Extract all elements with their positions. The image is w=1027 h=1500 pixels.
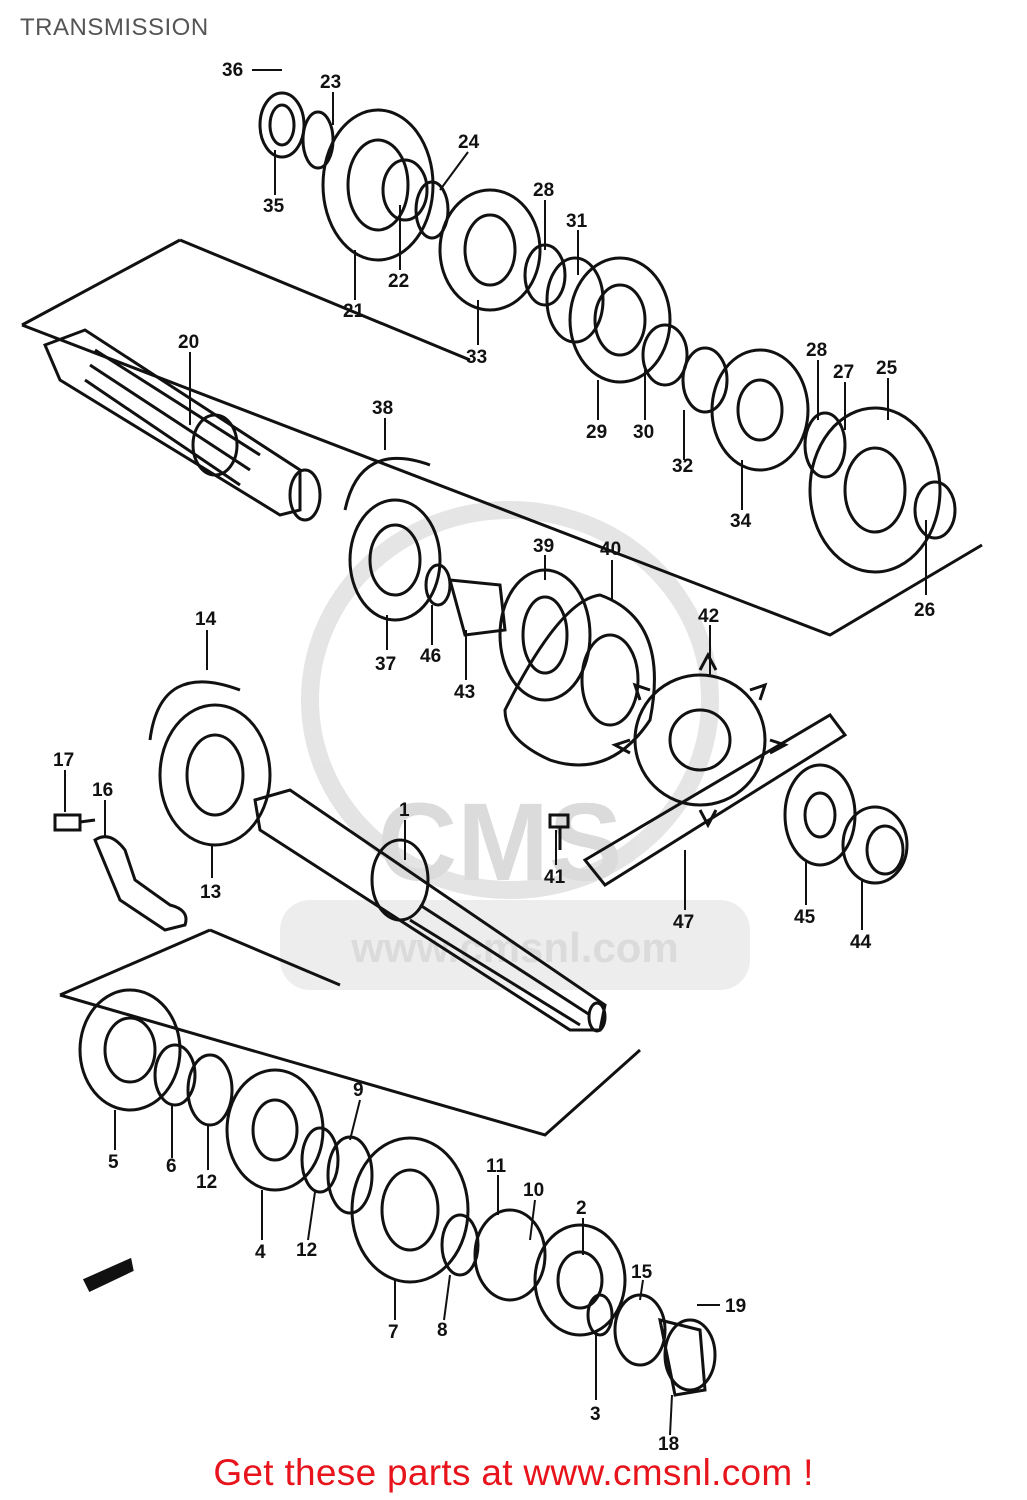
oil-seal-39: [498, 568, 592, 702]
callout-35: 35: [263, 196, 285, 217]
cmsnl-footer-link[interactable]: Get these parts at www.cmsnl.com !: [213, 1452, 814, 1493]
callout-46: 46: [420, 646, 441, 667]
bearing-37: [348, 498, 442, 622]
callout-2: 2: [576, 1198, 587, 1219]
circlip-38: [343, 456, 431, 511]
page-title: TRANSMISSION: [20, 14, 209, 41]
chain-47: [582, 713, 848, 887]
callout-8: 8: [437, 1320, 448, 1341]
svg-text:CMS: CMS: [378, 781, 622, 904]
callout-26: 26: [914, 600, 935, 621]
callout-3: 3: [590, 1404, 601, 1425]
callout-6: 6: [166, 1156, 177, 1177]
callout-25: 25: [876, 358, 898, 379]
callout-23: 23: [320, 72, 341, 93]
callout-labels: 36 23 35 24 22 21 28 31 33 20 38 29 30 3…: [53, 60, 935, 1450]
stopper-16: [93, 835, 188, 932]
plate-40: [503, 593, 656, 767]
callout-7: 7: [388, 1322, 399, 1343]
callout-12: 12: [196, 1172, 217, 1193]
callout-4: 4: [255, 1242, 266, 1263]
callout-34: 34: [730, 511, 752, 532]
lower-gear-stack: [78, 988, 717, 1397]
circlip-14: [148, 680, 241, 741]
driveshaft-1: [253, 788, 607, 1033]
sprocket-42: [611, 651, 789, 829]
callout-13: 13: [200, 882, 221, 903]
callout-20: 20: [178, 332, 199, 353]
nut-44: [841, 805, 909, 885]
callout-44: 44: [850, 932, 872, 953]
callout-9: 9: [353, 1080, 364, 1101]
bolt-41: [548, 813, 570, 850]
callout-41: 41: [544, 867, 566, 888]
callout-1: 1: [399, 800, 410, 821]
callout-47: 47: [673, 912, 694, 933]
callout-36: 36: [222, 60, 243, 81]
callout-40: 40: [600, 539, 621, 560]
callout-39: 39: [533, 536, 554, 557]
transmission-exploded-diagram: CMS www.cmsnl.com: [21, 60, 983, 1450]
upper-gear-stack: [258, 91, 957, 574]
callout-28b: 28: [806, 340, 827, 361]
callout-27: 27: [833, 362, 854, 383]
callout-28: 28: [533, 180, 554, 201]
callout-11: 11: [486, 1156, 507, 1177]
callout-37: 37: [375, 654, 396, 675]
callout-16: 16: [92, 780, 113, 801]
bearing-13: [158, 703, 272, 847]
callout-14: 14: [195, 609, 217, 630]
driveshaft-outline: [59, 928, 642, 1137]
front-arrow-icon: [82, 1257, 134, 1292]
callout-24: 24: [458, 132, 480, 153]
callout-18: 18: [658, 1434, 679, 1450]
callout-38: 38: [372, 398, 393, 419]
callout-10: 10: [523, 1180, 544, 1201]
callout-17: 17: [53, 750, 74, 771]
callout-30: 30: [633, 422, 654, 443]
countershaft-20: [43, 328, 322, 522]
spacer-43: [447, 578, 507, 637]
countershaft-outline: [21, 238, 983, 637]
callout-31: 31: [566, 211, 588, 232]
callout-22: 22: [388, 271, 409, 292]
callout-43: 43: [454, 682, 475, 703]
callout-12b: 12: [296, 1240, 317, 1261]
callout-32: 32: [672, 456, 693, 477]
callout-21: 21: [343, 301, 365, 322]
screw-17: [53, 813, 96, 832]
watermark-text: www.cmsnl.com: [350, 924, 679, 971]
callout-15: 15: [631, 1262, 653, 1283]
callout-5: 5: [108, 1152, 119, 1173]
callout-42: 42: [698, 606, 719, 627]
callout-29: 29: [586, 422, 607, 443]
callout-19: 19: [725, 1296, 746, 1317]
callout-33: 33: [466, 347, 487, 368]
callout-45: 45: [794, 907, 816, 928]
cmsnl-watermark: CMS www.cmsnl.com: [280, 501, 750, 990]
